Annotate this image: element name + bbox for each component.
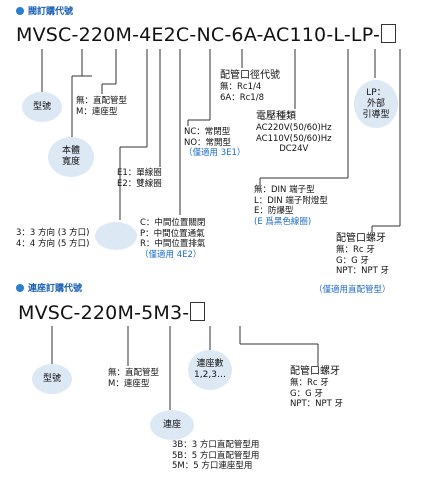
bullet-icon bbox=[16, 284, 24, 292]
valve-order-code: MVSC-220M-4E2C-NC-6A-AC110-L-LP- bbox=[16, 24, 396, 46]
base-order-code: MVSC-220M-5M3- bbox=[18, 302, 206, 324]
thread-options: 配管口螺牙 無：Rc 牙 G：G 牙 NPT：NPT 牙 bbox=[336, 233, 390, 276]
code-part: C bbox=[175, 24, 190, 46]
directions-options: 3：3 方向 (3 方口) 4：4 方向 (5 方口) bbox=[16, 228, 90, 249]
code-part: 220M bbox=[80, 302, 135, 324]
body-width-bubble: 本體寬度 bbox=[48, 137, 94, 177]
code-part: L bbox=[333, 24, 344, 46]
mid-position-options: C：中間位置關閉 P：中間位置通氣 R：中間位置排氣 （僅適用 4E2） bbox=[140, 218, 206, 260]
coil-options: E1：單線圈 E2：雙線圈 bbox=[117, 168, 162, 189]
code-part: - bbox=[71, 24, 79, 46]
blank-option-box bbox=[190, 302, 206, 321]
blank-option-box bbox=[381, 24, 396, 43]
code-part: - bbox=[224, 24, 232, 46]
base-model-bubble: 型號 bbox=[32, 364, 72, 394]
valve-section-title: 閥訂購代號 bbox=[16, 4, 73, 17]
base-section-title: 連座訂購代號 bbox=[16, 281, 82, 294]
voltage-options: 電壓種類 AC220V(50/60)Hz AC110V(50/60)Hz DC2… bbox=[256, 111, 332, 154]
base-thread-options: 配管口螺牙 無：Rc 牙 G：G 牙 NPT：NPT 牙 bbox=[290, 366, 344, 409]
code-part: - bbox=[182, 302, 190, 324]
type-label: 無：直配管型 M：連座型 bbox=[76, 96, 128, 117]
directions-bubble bbox=[95, 222, 137, 250]
port-options: 配管口徑代號 無：Rc1/4 6A：Rc1/8 bbox=[220, 70, 280, 103]
code-part: NC bbox=[196, 24, 225, 46]
code-part: - bbox=[256, 24, 264, 46]
code-part: - bbox=[132, 24, 140, 46]
code-part: LP bbox=[350, 24, 373, 46]
code-part: - bbox=[343, 24, 351, 46]
code-part: 6A bbox=[231, 24, 257, 46]
code-part: E2 bbox=[151, 24, 176, 46]
base-count-bubble: 連座數 1,2,3… bbox=[188, 350, 232, 390]
code-part: - bbox=[189, 24, 197, 46]
code-part: - bbox=[326, 24, 334, 46]
base-type-label: 無：直配管型 M：連座型 bbox=[108, 368, 160, 389]
thread-note: （僅適用直配管型） bbox=[314, 285, 391, 295]
code-part: 220M bbox=[78, 24, 133, 46]
code-part: 5M3 bbox=[141, 302, 183, 324]
code-part: MVSC bbox=[18, 302, 74, 324]
code-part: MVSC bbox=[16, 24, 72, 46]
code-part: - bbox=[372, 24, 380, 46]
code-part: - bbox=[73, 302, 81, 324]
bullet-icon bbox=[16, 7, 24, 15]
pilot-bubble: LP： 外部 引導型 bbox=[354, 80, 398, 128]
normal-options: NC：常閉型 NO：常開型 （僅適用 3E1） bbox=[184, 127, 246, 158]
code-part: AC110 bbox=[263, 24, 327, 46]
code-part: 4 bbox=[139, 24, 152, 46]
model-bubble: 型號 bbox=[22, 92, 62, 122]
code-part: - bbox=[134, 302, 142, 324]
terminal-options: 無：DIN 端子型 L：DIN 端子附燈型 E：防爆型 (E 爲黑色線圈) bbox=[254, 185, 328, 227]
base-items: 3B：3 方口直配管型用 5B：5 方口直配管型用 5M：5 方口連座型用 bbox=[172, 440, 260, 471]
base-label-bubble: 連座 bbox=[150, 410, 194, 440]
